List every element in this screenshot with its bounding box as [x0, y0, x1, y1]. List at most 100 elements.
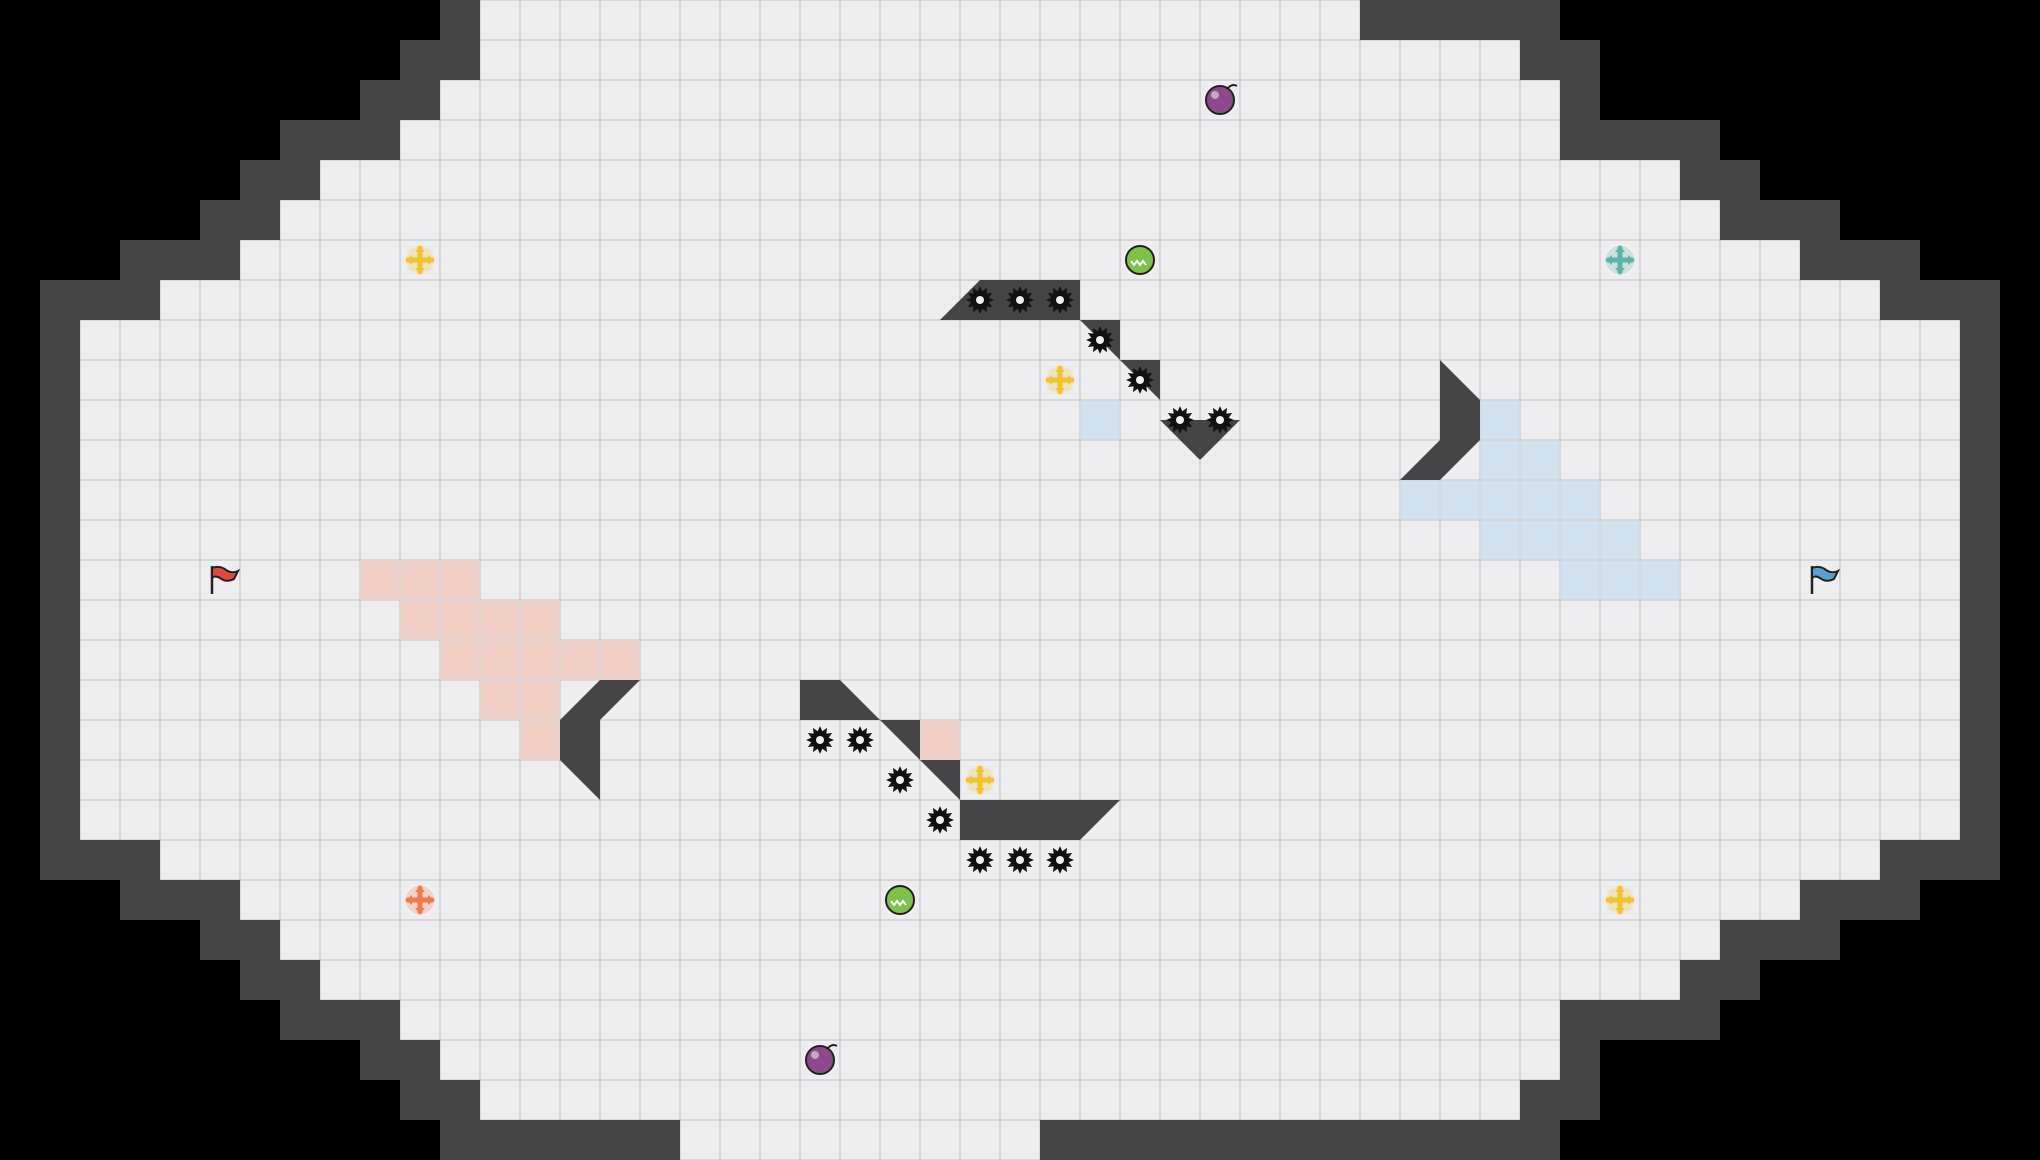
floor-tile [160, 720, 200, 760]
floor-tile [1520, 600, 1560, 640]
floor-tile [1080, 480, 1120, 520]
floor-tile [1440, 600, 1480, 640]
floor-tile [760, 880, 800, 920]
floor-tile [1600, 600, 1640, 640]
floor-tile [1640, 240, 1680, 280]
boost-icon[interactable] [1605, 885, 1635, 915]
floor-tile [1280, 1040, 1320, 1080]
boost-icon[interactable] [405, 885, 435, 915]
floor-tile [560, 400, 600, 440]
blue-flag-icon[interactable] [1810, 565, 1841, 594]
floor-tile [360, 520, 400, 560]
floor-tile [1600, 680, 1640, 720]
floor-tile [880, 440, 920, 480]
floor-tile [120, 680, 160, 720]
boost-icon[interactable] [405, 245, 435, 275]
floor-tile [240, 520, 280, 560]
floor-tile [1320, 360, 1360, 400]
floor-tile [240, 400, 280, 440]
floor-tile [1760, 800, 1800, 840]
floor-tile [960, 720, 1000, 760]
floor-tile [1280, 640, 1320, 680]
floor-tile [1040, 680, 1080, 720]
floor-tile [560, 240, 600, 280]
floor-tile [160, 360, 200, 400]
floor-tile [800, 640, 840, 680]
floor-tile [1000, 1080, 1040, 1120]
floor-tile [480, 920, 520, 960]
floor-tile [1400, 80, 1440, 120]
floor-tile [400, 360, 440, 400]
floor-tile [400, 800, 440, 840]
floor-tile [360, 760, 400, 800]
floor-tile [760, 120, 800, 160]
floor-tile [1240, 880, 1280, 920]
floor-tile [1560, 400, 1600, 440]
floor-tile [1080, 1000, 1120, 1040]
floor-tile [1560, 160, 1600, 200]
floor-tile [200, 280, 240, 320]
red-zone-tile [521, 641, 559, 679]
floor-tile [1080, 120, 1120, 160]
red-zone-tile [521, 721, 559, 759]
floor-tile [1600, 720, 1640, 760]
boost-icon[interactable] [1605, 245, 1635, 275]
floor-tile [1360, 680, 1400, 720]
floor-tile [560, 920, 600, 960]
floor-tile [320, 280, 360, 320]
floor-tile [320, 640, 360, 680]
floor-tile [640, 240, 680, 280]
floor-tile [1000, 720, 1040, 760]
floor-tile [1400, 680, 1440, 720]
floor-tile [960, 600, 1000, 640]
floor-tile [680, 320, 720, 360]
floor-tile [520, 120, 560, 160]
spike-hub [936, 816, 944, 824]
floor-tile [1320, 800, 1360, 840]
floor-tile [1440, 520, 1480, 560]
floor-tile [1520, 640, 1560, 680]
floor-tile [640, 440, 680, 480]
floor-tile [1680, 920, 1720, 960]
floor-tile [600, 1080, 640, 1120]
powerup-icon[interactable] [885, 885, 915, 915]
floor-tile [1800, 360, 1840, 400]
floor-tile [920, 680, 960, 720]
floor-tile [840, 120, 880, 160]
floor-tile [1640, 960, 1680, 1000]
floor-tile [1760, 560, 1800, 600]
bomb-icon[interactable] [1205, 84, 1238, 115]
floor-tile [400, 960, 440, 1000]
floor-tile [160, 760, 200, 800]
floor-tile [1000, 240, 1040, 280]
floor-tile [1360, 1040, 1400, 1080]
floor-tile [1520, 680, 1560, 720]
floor-tile [240, 280, 280, 320]
floor-tile [640, 120, 680, 160]
blue-zone-tile [1081, 401, 1119, 439]
boost-icon[interactable] [1045, 365, 1075, 395]
floor-tile [80, 320, 120, 360]
floor-tile [1600, 280, 1640, 320]
floor-tile [1000, 640, 1040, 680]
floor-tile [880, 200, 920, 240]
floor-tile [920, 440, 960, 480]
floor-tile [240, 480, 280, 520]
floor-tile [1520, 200, 1560, 240]
floor-tile [1400, 1080, 1440, 1120]
floor-tile [640, 680, 680, 720]
floor-tile [400, 920, 440, 960]
floor-tile [1360, 120, 1400, 160]
bomb-icon[interactable] [805, 1044, 838, 1075]
floor-tile [920, 1000, 960, 1040]
floor-tile [640, 1080, 680, 1120]
red-flag-icon[interactable] [210, 565, 241, 594]
powerup-icon[interactable] [1125, 245, 1155, 275]
floor-tile [1720, 760, 1760, 800]
floor-tile [280, 760, 320, 800]
floor-tile [1600, 640, 1640, 680]
floor-tile [1440, 280, 1480, 320]
boost-icon[interactable] [965, 765, 995, 795]
floor-tile [1280, 480, 1320, 520]
